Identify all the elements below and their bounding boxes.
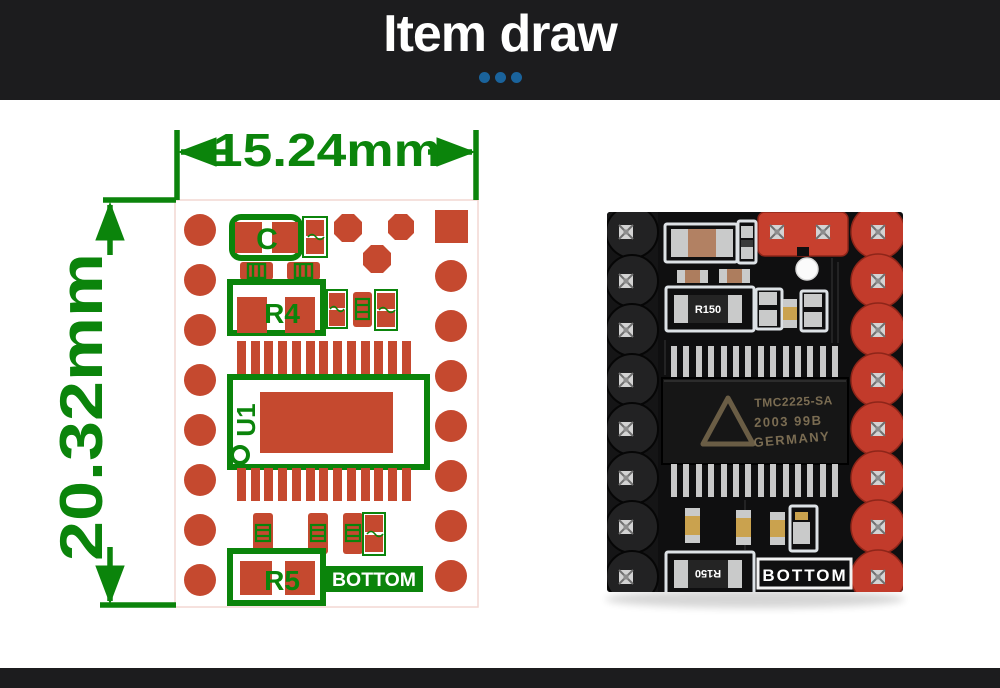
small-resistors <box>677 269 750 283</box>
component-c: C <box>229 214 303 261</box>
width-dimension-label: 15.24mm <box>213 124 441 176</box>
driver-chip: TMC2225-SA 2003 99B GERMANY <box>661 377 849 465</box>
bottom-silk-box: BOTTOM <box>756 557 853 590</box>
r5-designator: R5 <box>264 565 300 596</box>
black-header-left <box>607 212 659 592</box>
driver-module-photo: R150 <box>605 212 905 608</box>
photo-shadow <box>605 590 905 608</box>
bottom-silk-label: BOTTOM <box>332 570 416 591</box>
component-u1: U1 <box>227 374 430 470</box>
section-header: Item draw <box>0 0 1000 100</box>
height-dimension-label: 20.32mm <box>50 253 115 561</box>
bottom-silk-text: BOTTOM <box>762 566 847 585</box>
dimension-width <box>174 130 479 200</box>
bottom-components <box>685 508 810 545</box>
r4-designator: R4 <box>264 298 300 329</box>
component-r5: R5 <box>227 548 326 606</box>
dimension-height <box>95 197 176 608</box>
pad-column-left <box>184 214 216 596</box>
dot-icon <box>510 72 522 83</box>
octagon-pads <box>334 214 414 273</box>
mid-row-components <box>326 289 398 331</box>
u1-designator: U1 <box>231 403 261 436</box>
r150-label: R150 <box>695 304 721 316</box>
bottom-silk-badge: BOTTOM <box>325 566 423 592</box>
bottom-row-components <box>253 512 386 556</box>
red-header-right <box>850 212 903 592</box>
chip-pins-top <box>671 346 838 379</box>
component-r4: R4 <box>227 279 326 336</box>
dimension-drawing-figure: 15.24mm 20.32mm <box>50 115 510 620</box>
mid-right-components <box>759 292 822 328</box>
chip-origin: GERMANY <box>753 428 831 450</box>
r150-bottom-label: R150 <box>695 567 721 579</box>
trinamic-logo <box>700 395 756 447</box>
pad-column-right <box>435 210 468 592</box>
dot-icon <box>494 72 506 83</box>
dot-icon <box>478 72 490 83</box>
accent-dots <box>0 72 1000 83</box>
section-title: Item draw <box>383 5 618 63</box>
c-designator: C <box>256 223 278 256</box>
silkscreen-outlines <box>663 219 829 592</box>
pcb-drawing: 15.24mm 20.32mm <box>50 124 479 608</box>
sense-resistor-top: R150 <box>674 295 742 323</box>
pin1-marker <box>230 445 250 465</box>
section-footer <box>0 668 1000 688</box>
jumper-block <box>757 212 849 257</box>
chip-date-code: 2003 99B <box>754 413 823 430</box>
capacitor-small-vertical <box>741 226 753 259</box>
chip-pins-bottom <box>671 464 838 497</box>
ic-pins-top <box>237 341 411 374</box>
resistor-footprints-top <box>240 262 320 280</box>
mounting-hole <box>795 257 819 281</box>
module-photo-figure: R150 <box>595 200 915 620</box>
capacitor-large <box>671 229 733 257</box>
chip-part-number: TMC2225-SA <box>754 393 833 410</box>
sense-resistor-bottom: R150 <box>674 560 742 588</box>
ic-pins-bottom <box>237 468 411 501</box>
component-small-cap-top <box>302 216 328 258</box>
